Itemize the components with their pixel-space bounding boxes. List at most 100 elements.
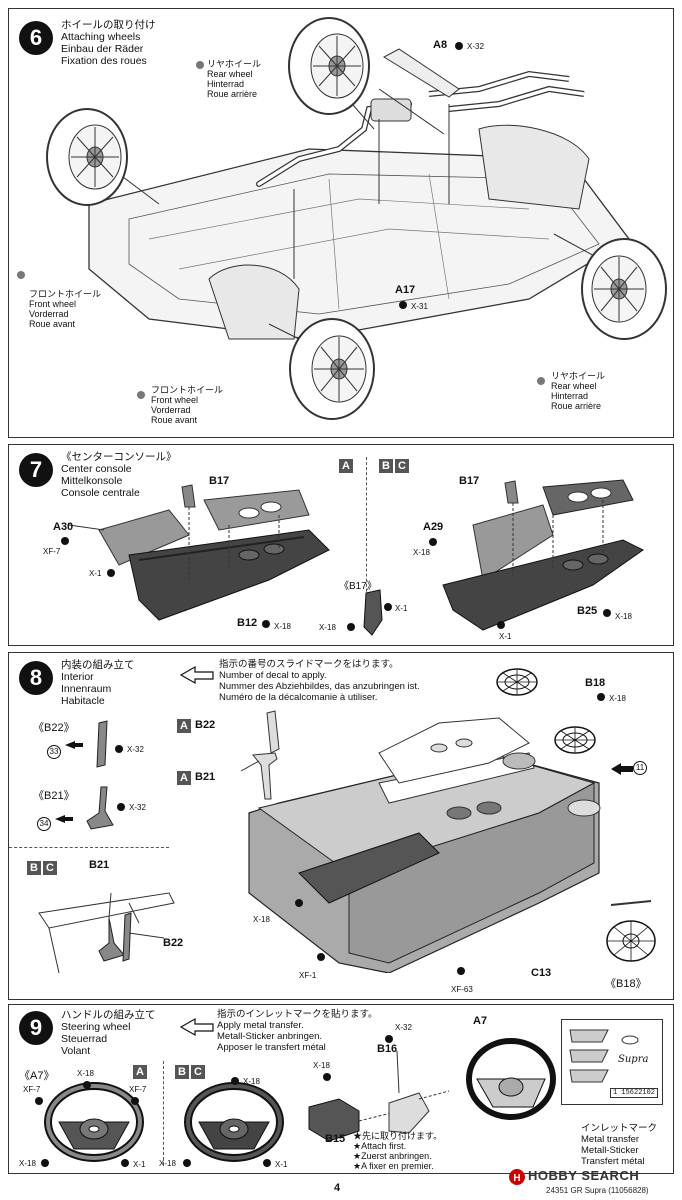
- speaker-b18-right: [554, 726, 596, 754]
- title-en: Interior: [61, 671, 94, 683]
- step-9-panel: 9 ハンドルの組み立て Steering wheel Steuerrad Vol…: [8, 1004, 674, 1174]
- variant-divider: [163, 1061, 164, 1165]
- b21-screw: X-32: [129, 803, 146, 812]
- jp: ★先に取り付けます。: [353, 1131, 443, 1141]
- s9-mid-x18-top: X-18: [243, 1077, 260, 1086]
- de: Hinterrad: [207, 79, 245, 89]
- part-c13: C13: [531, 967, 552, 979]
- s9-mid-x1: X-1: [275, 1160, 288, 1169]
- steering-wheel-left: [44, 1082, 144, 1162]
- step-7-panel: 7 《センターコンソール》 Center console Mittelkonso…: [8, 444, 674, 646]
- variant-b-tag: B: [175, 1065, 189, 1079]
- part-a8: A8: [433, 39, 448, 51]
- part-a7: A7: [473, 1015, 488, 1027]
- interior-tub-illustration: [248, 717, 601, 973]
- s7-left-b17: B17: [209, 475, 230, 487]
- part-a17: A17: [395, 284, 416, 296]
- en: Metal transfer: [581, 1134, 640, 1145]
- screw-icon: [597, 693, 605, 701]
- wheel-front-left: [46, 108, 128, 206]
- screw-icon: [497, 621, 505, 629]
- screw-icon: [537, 377, 545, 385]
- decal-33-marker: 33: [47, 745, 61, 759]
- variant-a-tag: A: [177, 719, 191, 733]
- rear-wheel-right-label: リヤホイール Rear wheel Hinterrad Roue arrière: [551, 371, 605, 411]
- title-jp: 内装の組み立て: [61, 659, 135, 671]
- xf1-label: XF-1: [299, 971, 317, 980]
- variant-b-tag: B: [27, 861, 41, 875]
- part-b18: B18: [585, 677, 606, 689]
- step-8-title: 内装の組み立て Interior Innenraum Habitacle: [61, 659, 135, 707]
- title-jp: 《センターコンソール》: [61, 451, 177, 463]
- decal-arrow-icon: [179, 665, 214, 685]
- rear-wheel-top-label: リヤホイール Rear wheel Hinterrad Roue arrière: [207, 59, 261, 99]
- step-7-title: 《センターコンソール》 Center console Mittelkonsole…: [61, 451, 177, 499]
- decal-11-arrow: [611, 763, 633, 775]
- metal-transfer-legend: インレットマーク Metal transfer Metall-Sticker T…: [581, 1123, 657, 1167]
- variant-c-tag: C: [395, 459, 409, 473]
- step-8-panel: 8 内装の組み立て Interior Innenraum Habitacle 指…: [8, 652, 674, 1000]
- screw-icon: [317, 953, 325, 961]
- hobby-search-logo-icon: H: [509, 1169, 525, 1185]
- fr: Roue avant: [29, 319, 76, 329]
- console-left-illustration: [68, 484, 330, 621]
- screw-icon: [196, 61, 204, 69]
- screw-icon: [263, 1159, 271, 1167]
- a-pedals-illustration: [240, 710, 280, 800]
- jp: 指示のインレットマークを貼ります。: [217, 1009, 378, 1020]
- s7-right-x1: X-1: [499, 632, 512, 641]
- bc-b22: B22: [163, 937, 184, 949]
- screw-icon: [41, 1159, 49, 1167]
- screw-icon: [385, 1035, 393, 1043]
- en: ★Attach first.: [353, 1141, 407, 1151]
- part-b15: B15: [325, 1133, 346, 1145]
- de: Vorderrad: [151, 405, 191, 415]
- variant-c-tag: C: [191, 1065, 205, 1079]
- fr: Roue avant: [151, 415, 198, 425]
- part-a17-screw: X-31: [411, 302, 428, 311]
- jp: フロントホイール: [29, 289, 102, 299]
- screw-icon: [137, 391, 145, 399]
- screw-icon: [183, 1159, 191, 1167]
- fr: Roue arrière: [207, 89, 258, 99]
- bc-b21: B21: [89, 859, 110, 871]
- step-8-number: 8: [19, 661, 53, 695]
- en: Front wheel: [151, 395, 199, 405]
- s9-left-x18-bl: X-18: [19, 1159, 36, 1168]
- screw-icon: [262, 620, 270, 628]
- wheel-rear-right: [581, 238, 667, 340]
- a-b21: B21: [195, 771, 216, 783]
- de: Metall-Sticker: [581, 1145, 639, 1156]
- title-fr: Console centrale: [61, 487, 140, 499]
- decal-34-marker: 34: [37, 817, 51, 831]
- screw-icon: [399, 301, 407, 309]
- title-fr: Volant: [61, 1045, 91, 1057]
- screw-icon: [603, 609, 611, 617]
- title-fr: Habitacle: [61, 695, 105, 707]
- s7-mid-x18: X-18: [319, 623, 336, 632]
- s7-right-x18b: X-18: [615, 612, 632, 621]
- b17-lever-illustration: [363, 589, 383, 636]
- screw-icon: [295, 899, 303, 907]
- screw-icon: [131, 1097, 139, 1105]
- xf63-label: XF-63: [451, 985, 473, 994]
- screw-icon: [121, 1159, 129, 1167]
- attach-first-note: ★先に取り付けます。 ★Attach first. ★Zuerst anbrin…: [353, 1131, 442, 1171]
- step-6-title: ホイールの取り付け Attaching wheels Einbau der Rä…: [61, 19, 156, 67]
- bc-pedals-illustration: [38, 892, 175, 974]
- decal-instruction: 指示の番号のスライドマークをはります。 Number of decal to a…: [219, 659, 420, 703]
- screw-icon: [83, 1081, 91, 1089]
- de: ★Zuerst anbringen.: [353, 1151, 432, 1161]
- product-caption: 24351 GR Supra (11056828): [546, 1186, 649, 1195]
- variant-a-tag: A: [133, 1065, 147, 1079]
- screw-icon: [384, 603, 392, 611]
- s7-left-xf7: XF-7: [43, 547, 61, 556]
- speaker-b18-detail: [606, 900, 656, 962]
- transfer-code: 1 15622102: [610, 1088, 659, 1098]
- s9-mid-x18-bl: X-18: [159, 1159, 176, 1168]
- screw-icon: [323, 1073, 331, 1081]
- step-6-number: 6: [19, 21, 53, 55]
- jp: フロントホイール: [151, 385, 224, 395]
- screw-icon: [457, 967, 465, 975]
- bc-divider: [9, 847, 169, 848]
